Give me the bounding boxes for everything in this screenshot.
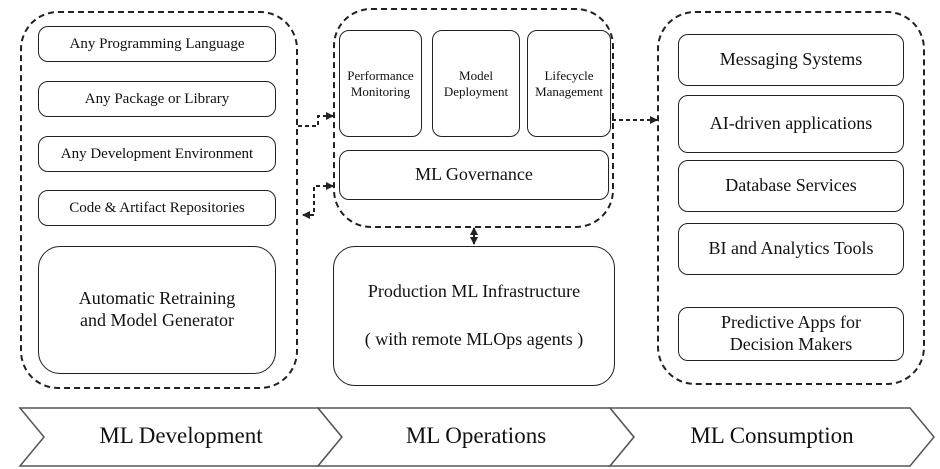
lifecycle-line-1: Lifecycle bbox=[544, 67, 594, 83]
arrow-dev-to-ops bbox=[298, 112, 334, 127]
lifecycle-line-2: Management bbox=[535, 83, 603, 99]
operations-group bbox=[333, 8, 614, 228]
deployment-line-1: Model bbox=[459, 67, 493, 83]
monitoring-line-2: Monitoring bbox=[350, 83, 411, 99]
dev-item-programming-language: Any Programming Language bbox=[38, 26, 276, 62]
stage-label-operations: ML Operations bbox=[405, 423, 547, 448]
stage-label-consumption: ML Consumption bbox=[690, 423, 854, 448]
monitoring-line-1: Performance bbox=[347, 67, 414, 83]
database-services: Database Services bbox=[678, 160, 904, 212]
development-group bbox=[20, 11, 298, 389]
lifecycle-management: Lifecycle Management bbox=[527, 30, 611, 137]
infrastructure-title: Production ML Infrastructure bbox=[367, 281, 581, 302]
model-deployment: Model Deployment bbox=[432, 30, 520, 137]
predictive-line-2: Decision Makers bbox=[729, 334, 853, 354]
performance-monitoring: Performance Monitoring bbox=[339, 30, 422, 137]
generator-line-1: Automatic Retraining bbox=[78, 288, 236, 309]
bi-analytics-tools: BI and Analytics Tools bbox=[678, 223, 904, 275]
arrow-dev-governance bbox=[302, 182, 334, 219]
production-ml-infrastructure: Production ML Infrastructure ( with remo… bbox=[333, 246, 615, 386]
ml-governance: ML Governance bbox=[339, 150, 609, 200]
consumption-group bbox=[657, 11, 925, 385]
predictive-apps: Predictive Apps for Decision Makers bbox=[678, 307, 904, 361]
messaging-systems: Messaging Systems bbox=[678, 34, 904, 86]
infrastructure-subtitle: ( with remote MLOps agents ) bbox=[364, 329, 584, 349]
generator-line-2: and Model Generator bbox=[80, 310, 234, 330]
dev-item-package-library: Any Package or Library bbox=[38, 81, 276, 117]
predictive-line-1: Predictive Apps for bbox=[721, 312, 861, 333]
stage-label-development: ML Development bbox=[99, 423, 263, 448]
retraining-model-generator: Automatic Retraining and Model Generator bbox=[38, 246, 276, 374]
dev-item-development-environment: Any Development Environment bbox=[38, 136, 276, 172]
ai-driven-applications: AI-driven applications bbox=[678, 95, 904, 153]
dev-item-code-repositories: Code & Artifact Repositories bbox=[38, 190, 276, 226]
deployment-line-2: Deployment bbox=[443, 83, 509, 99]
